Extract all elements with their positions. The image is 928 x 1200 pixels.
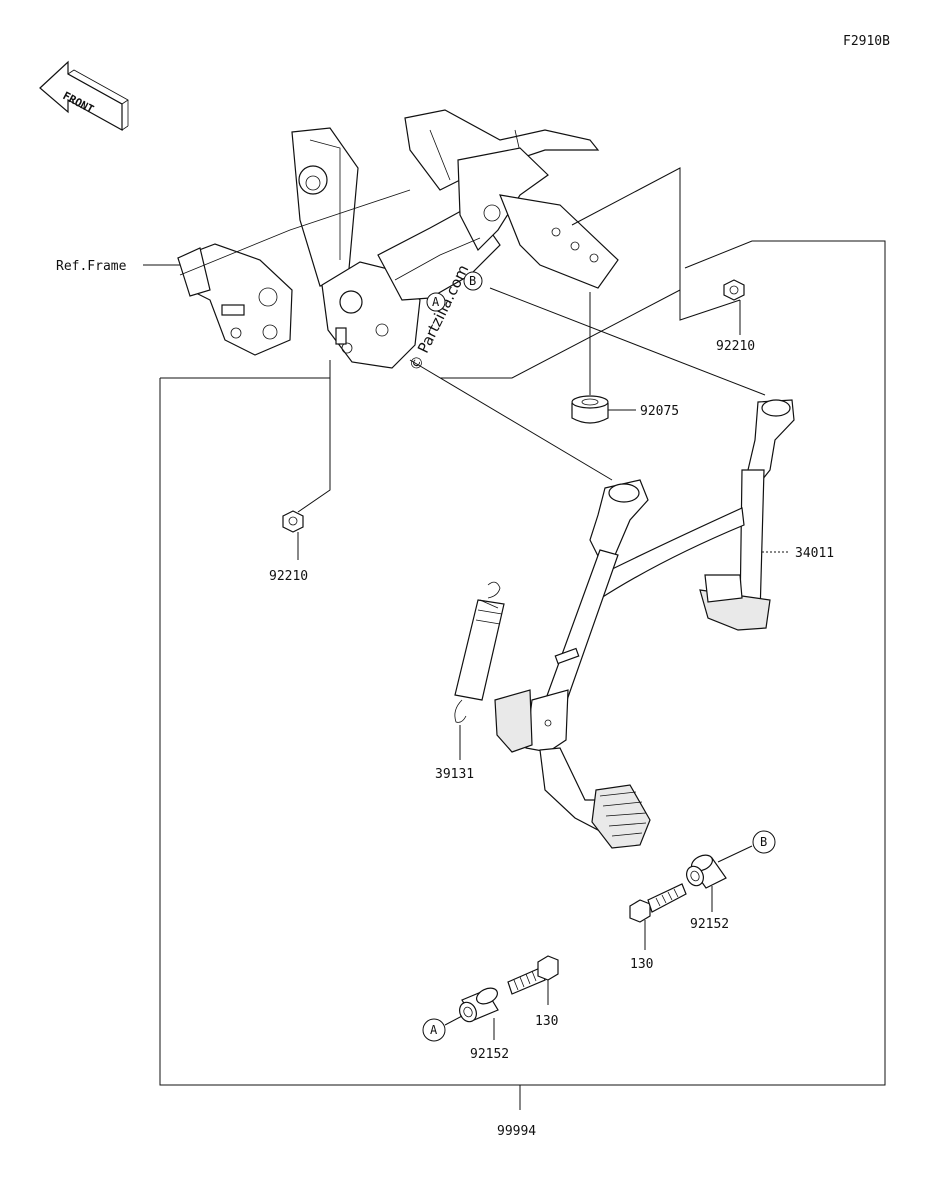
- figure-code: F2910B: [843, 34, 890, 49]
- part-number-39131: 39131: [435, 767, 474, 782]
- spring: [454, 581, 505, 760]
- part-number-92152-left: 92152: [470, 1047, 509, 1062]
- callout-b-frame: B: [463, 271, 483, 291]
- frame-assembly: [177, 109, 619, 369]
- svg-text:A: A: [430, 1023, 438, 1037]
- bolt-right: [629, 883, 687, 950]
- main-stand: [494, 399, 795, 849]
- kit-bracket: [159, 240, 886, 1110]
- svg-text:B: B: [760, 835, 767, 849]
- damper: [571, 395, 636, 424]
- part-number-34011: 34011: [795, 546, 834, 561]
- part-number-130-right: 130: [630, 957, 653, 972]
- part-number-92152-right: 92152: [690, 917, 729, 932]
- bolt-left: [507, 955, 559, 1005]
- svg-text:A: A: [432, 295, 440, 309]
- callout-b-collar: B: [752, 830, 776, 854]
- collar-right: [686, 854, 727, 912]
- ref-frame-label: Ref.Frame: [56, 259, 127, 274]
- part-number-92210-top: 92210: [716, 339, 755, 354]
- part-number-99994: 99994: [497, 1124, 536, 1139]
- front-arrow-icon: FRONT: [39, 60, 129, 132]
- nut-left: [282, 510, 304, 560]
- part-number-130-left: 130: [535, 1014, 558, 1029]
- nut-top: [723, 279, 745, 335]
- callout-a-collar: A: [422, 1018, 446, 1042]
- collar-left: [459, 987, 499, 1040]
- callout-a-frame: A: [426, 292, 446, 312]
- part-number-92210-left: 92210: [269, 569, 308, 584]
- svg-text:B: B: [469, 274, 476, 288]
- part-number-92075: 92075: [640, 404, 679, 419]
